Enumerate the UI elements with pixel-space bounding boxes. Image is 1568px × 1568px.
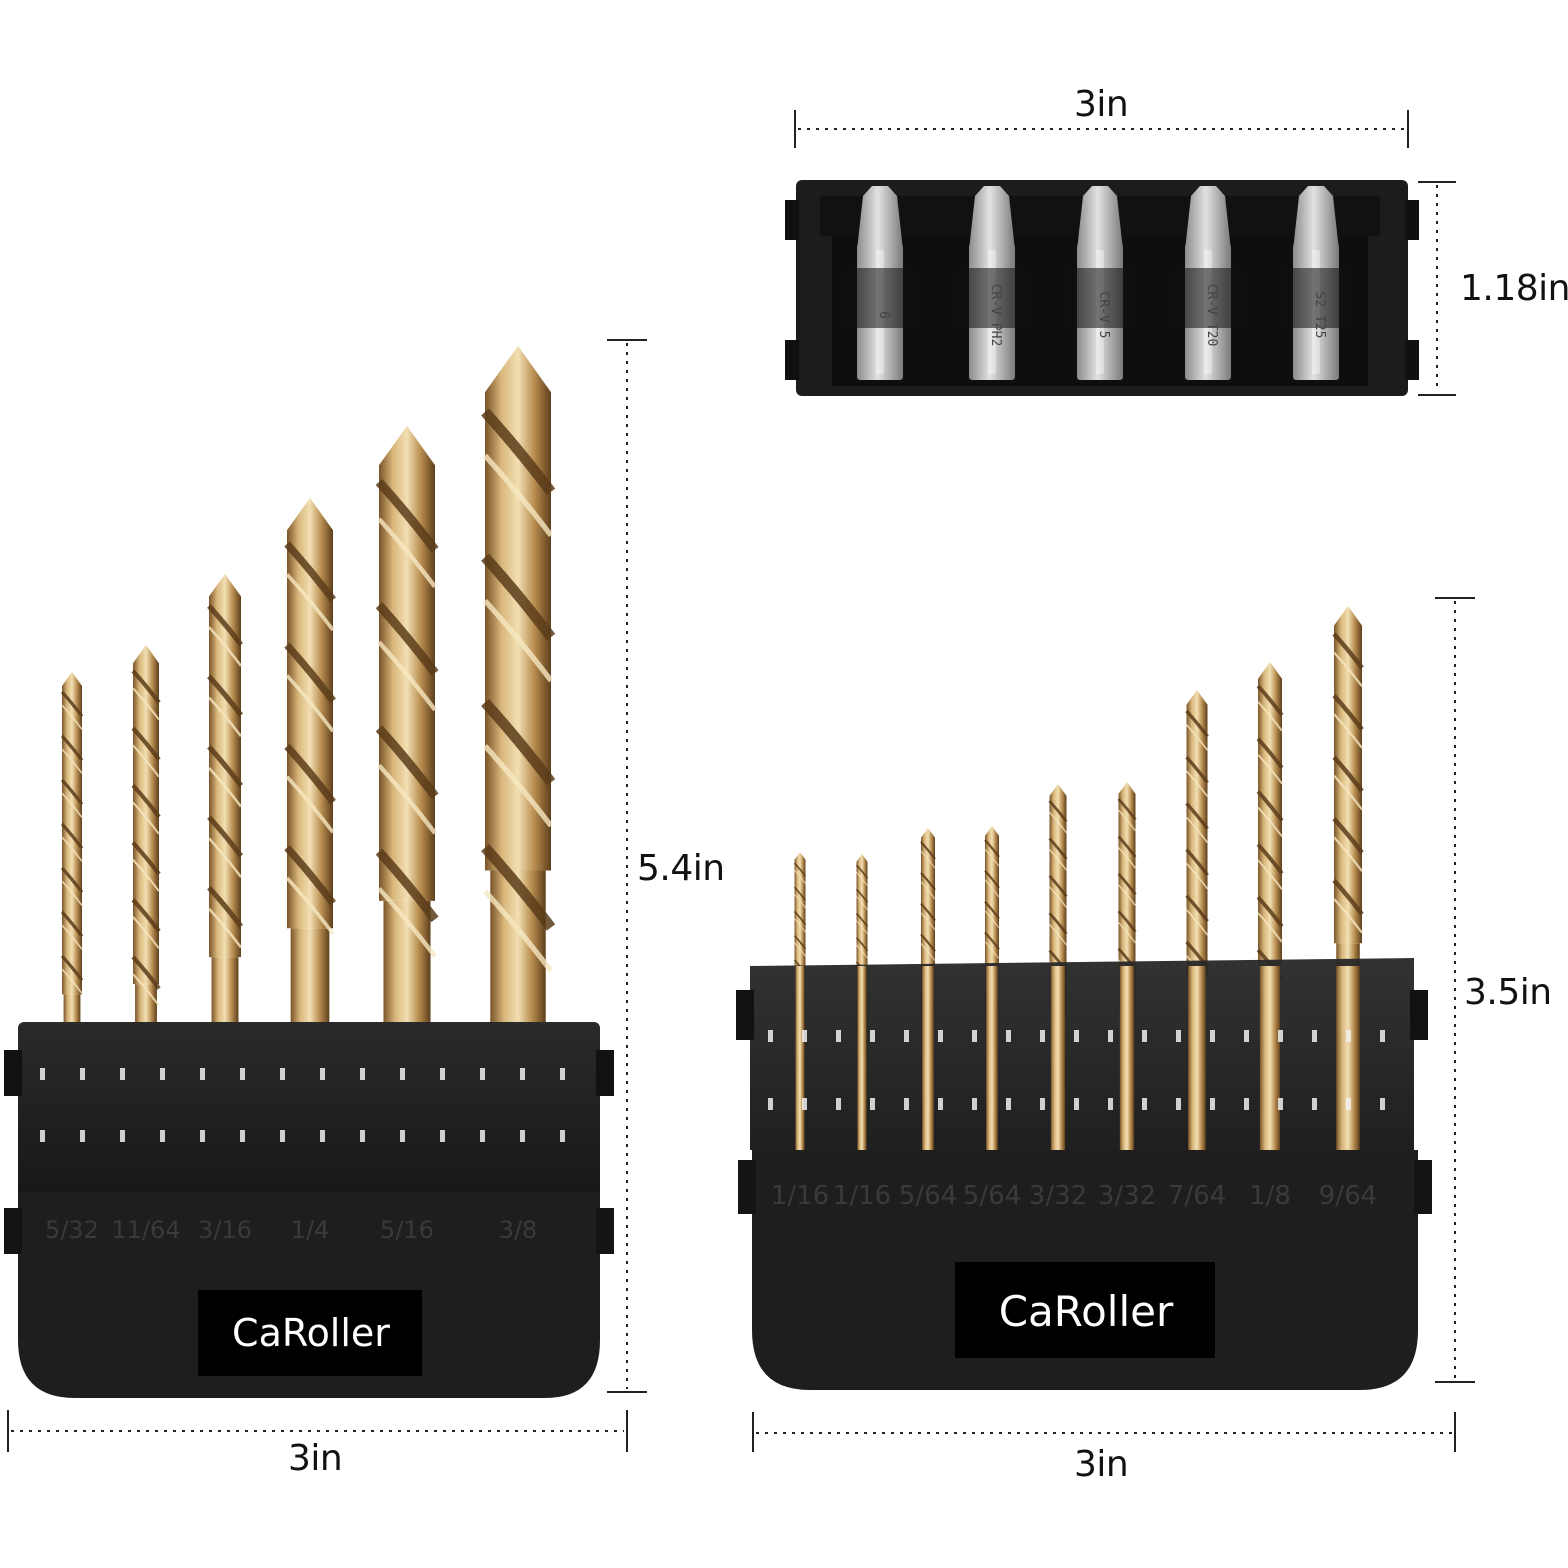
screwdriver-bit-torx: CR-V T20: [1171, 186, 1245, 380]
small-drill-shank: [1050, 966, 1066, 1150]
large-size-label: 5/32: [45, 1216, 99, 1244]
screwdriver-bit-hex: CR-V 5: [1063, 186, 1137, 380]
small-drill-shank: [1119, 966, 1135, 1150]
brand-label-large: CaRoller: [232, 1311, 390, 1355]
large-size-label: 11/64: [111, 1216, 180, 1244]
large-size-labels: 5/32 11/64 3/16 1/4 5/16 3/8: [45, 1216, 537, 1244]
screwdriver-bit-phillips: CR-V PH2: [955, 186, 1029, 380]
bit-marking: CR-V T20: [1204, 284, 1219, 347]
small-drill-shank: [795, 966, 805, 1150]
large-width-label: 3in: [288, 1438, 343, 1479]
small-drill-rack: [736, 958, 1428, 1150]
large-size-label: 5/16: [380, 1216, 434, 1244]
brand-label-small: CaRoller: [999, 1287, 1174, 1336]
small-size-label: 1/8: [1249, 1181, 1291, 1211]
small-drill-shank: [922, 966, 934, 1150]
screwdriver-bit-torx: S2 T25: [1279, 186, 1353, 380]
small-height-label: 3.5in: [1464, 972, 1552, 1013]
bit-marking: CR-V 5: [1096, 292, 1111, 339]
dimension-lines: [7, 110, 1475, 1452]
bit-marking: CR-V PH2: [988, 284, 1003, 347]
small-size-label: 3/32: [1029, 1181, 1087, 1211]
small-drill-shank: [1259, 966, 1281, 1150]
small-size-label: 7/64: [1168, 1181, 1226, 1211]
small-width-label: 3in: [1074, 1444, 1129, 1485]
small-rack-slots: [768, 1030, 1385, 1110]
small-drill-shank: [857, 966, 867, 1150]
bit-marking: 6: [876, 311, 891, 319]
small-size-label: 3/32: [1098, 1181, 1156, 1211]
large-size-label: 3/16: [198, 1216, 252, 1244]
small-size-label: 1/16: [833, 1181, 891, 1211]
bit-marking: S2 T25: [1312, 292, 1327, 339]
small-size-label: 1/16: [771, 1181, 829, 1211]
bits-height-label: 1.18in: [1460, 268, 1568, 309]
small-size-label: 5/64: [899, 1181, 957, 1211]
small-drill-shanks: [768, 966, 1385, 1150]
small-drill-shank: [986, 966, 998, 1150]
small-drill-case: [738, 1150, 1432, 1390]
large-height-label: 5.4in: [637, 848, 725, 889]
small-size-label: 5/64: [963, 1181, 1021, 1211]
bits-width-label: 3in: [1074, 84, 1129, 125]
small-drill-shank: [1188, 966, 1206, 1150]
small-size-label: 9/64: [1319, 1181, 1377, 1211]
small-drill-shank: [1336, 966, 1360, 1150]
large-size-label: 1/4: [291, 1216, 330, 1244]
large-drill-case: [4, 1022, 614, 1398]
screwdriver-bits: 6 CR-V PH2 CR-V 5 CR-V T20 S2 T25: [843, 186, 1353, 380]
large-rack-slots: [40, 1068, 565, 1142]
screwdriver-bit-slotted: 6: [843, 186, 917, 380]
large-size-label: 3/8: [499, 1216, 538, 1244]
